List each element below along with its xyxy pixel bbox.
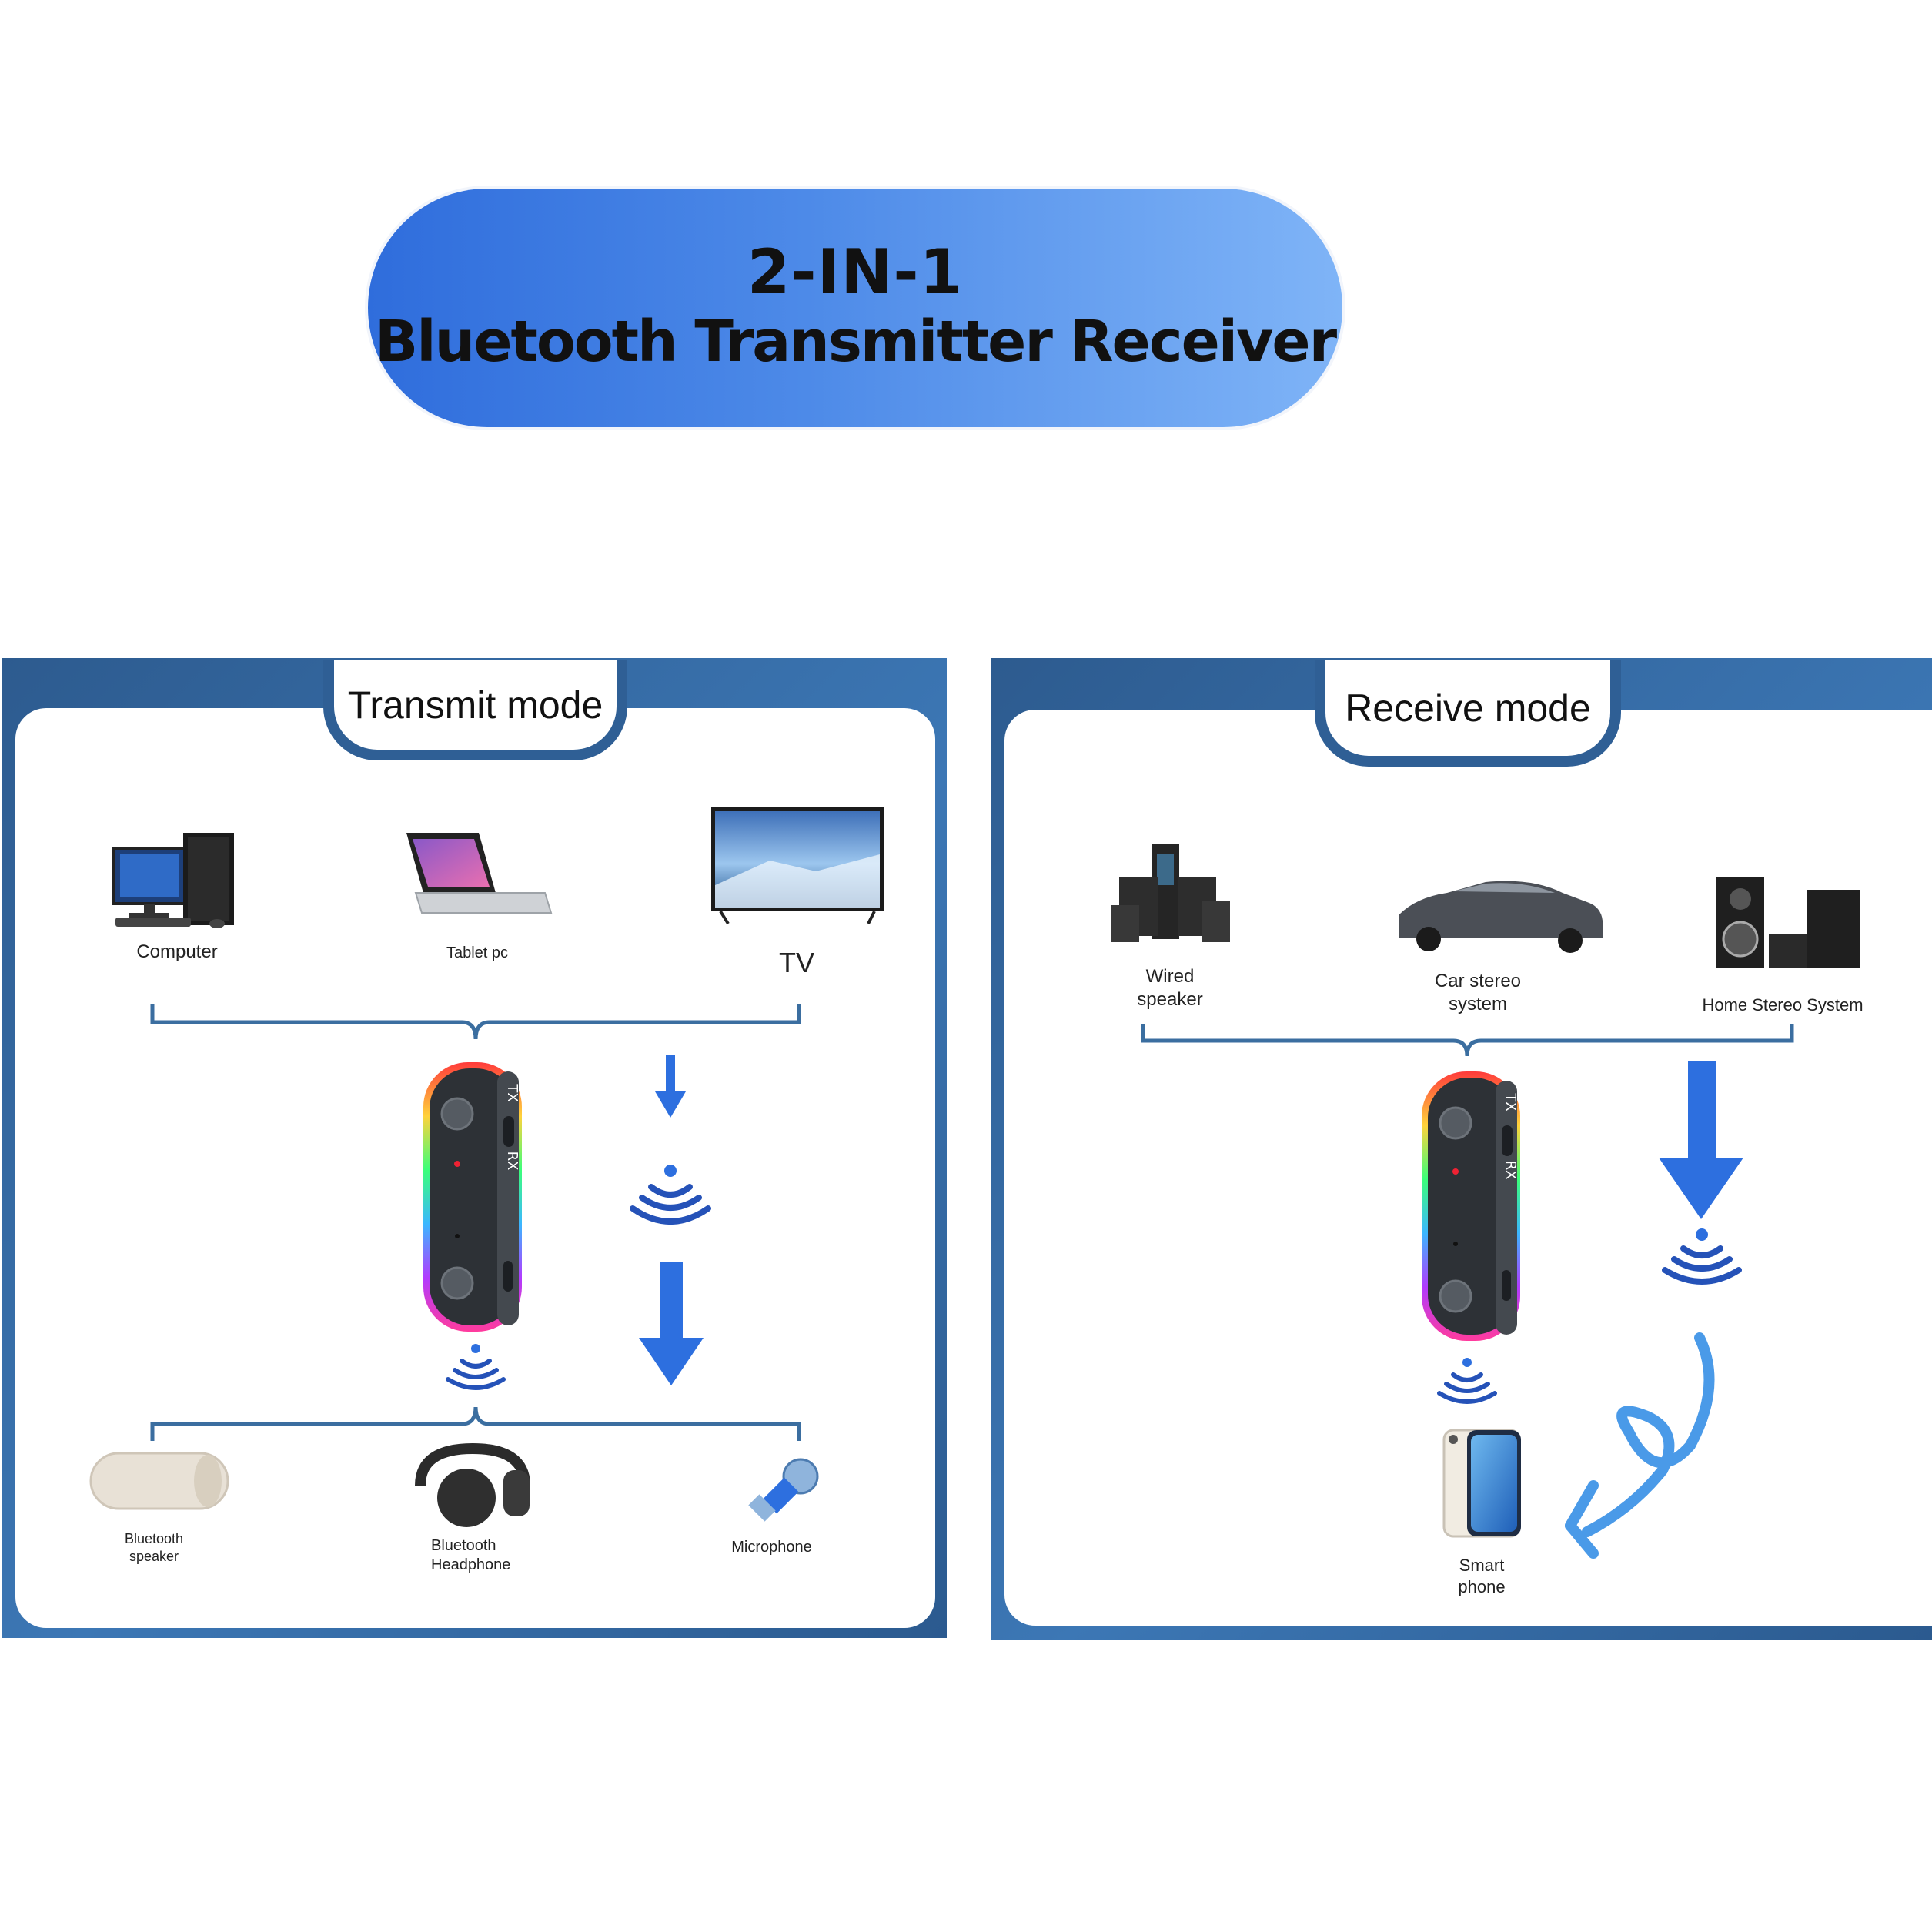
- rx-label: RX: [504, 1152, 520, 1171]
- transmit-source-bracket: [150, 1004, 801, 1040]
- transmit-mode-tab: Transmit mode: [323, 660, 627, 760]
- arrow-down-large-icon: [1659, 1061, 1743, 1219]
- transmit-target-bracket: [150, 1406, 801, 1441]
- label-tv: TV: [778, 947, 814, 978]
- rx-label: RX: [1502, 1161, 1519, 1180]
- label-computer: Computer: [136, 941, 218, 962]
- label-tablet-pc: Tablet pc: [446, 944, 509, 961]
- bluetooth-speaker-icon: [89, 1452, 229, 1510]
- wired-speaker-icon: [1111, 844, 1230, 942]
- label-car-stereo: Car stereo system: [1434, 971, 1522, 1014]
- label-bluetooth-headphone: Bluetooth Headphone: [431, 1537, 511, 1573]
- arrow-down-large-icon: [639, 1262, 704, 1385]
- wireless-signal-icon: [630, 1165, 711, 1225]
- tx-label: TX: [1502, 1092, 1519, 1111]
- receive-mode-label: Receive mode: [1345, 687, 1591, 730]
- label-wired-speaker: Wired speaker: [1137, 966, 1203, 1010]
- wireless-signal-icon: [1662, 1228, 1742, 1285]
- title-line-2: Bluetooth Transmitter Receiver: [374, 308, 1337, 375]
- computer-icon: [112, 833, 234, 928]
- curved-arrow-icon: [1565, 1332, 1715, 1559]
- bluetooth-adapter-receive: TX RX: [1422, 1071, 1520, 1341]
- title-banner: 2-IN-1 Bluetooth Transmitter Receiver: [368, 189, 1342, 427]
- home-stereo-icon: [1716, 877, 1860, 968]
- microphone-icon: [748, 1458, 819, 1522]
- transmit-mode-label: Transmit mode: [347, 684, 603, 727]
- label-bluetooth-speaker: Bluetooth speaker: [124, 1531, 184, 1564]
- wireless-signal-icon: [446, 1344, 506, 1390]
- label-home-stereo: Home Stereo System: [1702, 995, 1863, 1014]
- tv-icon: [711, 807, 884, 925]
- tx-label: TX: [504, 1083, 520, 1101]
- receive-mode-tab: Receive mode: [1315, 660, 1621, 767]
- smartphone-icon: [1442, 1429, 1521, 1538]
- bluetooth-adapter-transmit: TX RX: [423, 1062, 522, 1332]
- label-smart-phone: Smart phone: [1458, 1556, 1506, 1596]
- wireless-signal-icon: [1437, 1358, 1497, 1404]
- arrow-down-small-icon: [655, 1055, 686, 1118]
- label-microphone: Microphone: [731, 1539, 812, 1556]
- bluetooth-headphone-icon: [415, 1442, 530, 1527]
- title-line-1: 2-IN-1: [747, 236, 964, 308]
- receive-output-bracket: [1141, 1024, 1794, 1057]
- car-icon: [1399, 881, 1603, 953]
- tablet-pc-icon: [406, 833, 553, 914]
